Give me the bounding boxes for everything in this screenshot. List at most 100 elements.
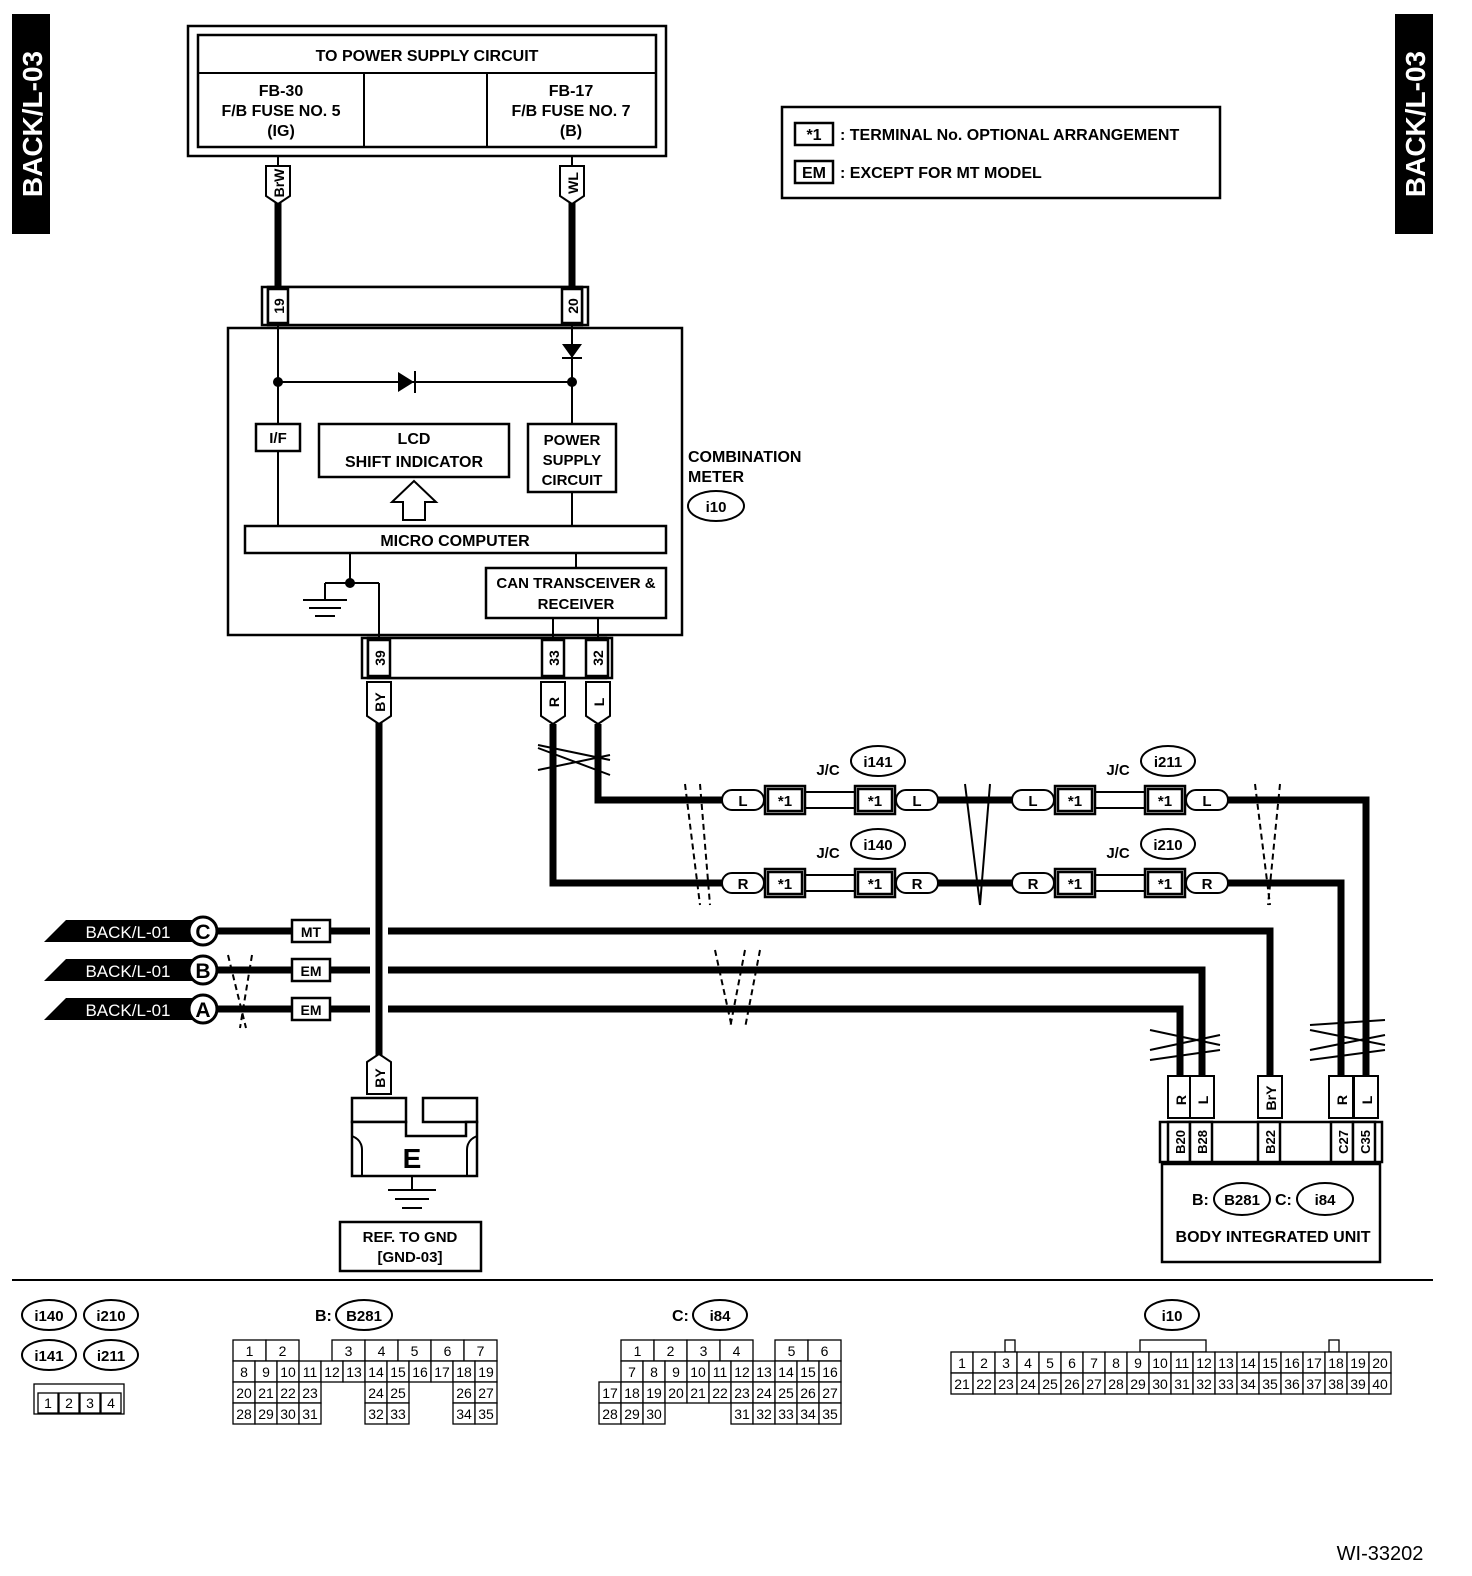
cv-i84-pin-27: 27 bbox=[822, 1385, 838, 1401]
cv-jc-id-4: i211 bbox=[97, 1348, 125, 1365]
psu-line1: POWER bbox=[544, 432, 601, 449]
jc-i210-wire-out: R bbox=[1202, 876, 1213, 893]
biu-wire-1: R bbox=[1173, 1095, 1189, 1105]
jc-i211-star-out: *1 bbox=[1158, 793, 1172, 810]
wire-ground: BY BY bbox=[366, 681, 392, 1095]
cv-b281-pin-12: 12 bbox=[324, 1364, 340, 1380]
cv-b281-pin-25: 25 bbox=[390, 1385, 406, 1401]
offpage-a-tag: EM bbox=[301, 1002, 322, 1018]
cv-i10-pin-23: 23 bbox=[998, 1376, 1014, 1392]
offpage-c-ref: C bbox=[195, 921, 210, 944]
can-wires: R L bbox=[537, 681, 1370, 1076]
fuse-left-line1: FB-30 bbox=[259, 83, 304, 100]
jc-i140-wire-out: R bbox=[912, 876, 923, 893]
jc-i211-wire-in: L bbox=[1028, 793, 1037, 810]
cv-b281-pin-35: 35 bbox=[478, 1406, 494, 1422]
cv-i10-pin-36: 36 bbox=[1284, 1376, 1300, 1392]
cv-i10-pin-33: 33 bbox=[1218, 1376, 1234, 1392]
offpage-b-label: BACK/L-01 bbox=[85, 962, 170, 981]
cv-i10-pin-30: 30 bbox=[1152, 1376, 1168, 1392]
offpage-a: BACK/L-01 A EM bbox=[44, 949, 1184, 1076]
offpage-b-tag: EM bbox=[301, 963, 322, 979]
biu-wire-5: L bbox=[1359, 1095, 1375, 1104]
cv-i10-pin-1: 1 bbox=[958, 1355, 966, 1371]
biu-b-conn: B281 bbox=[1224, 1192, 1260, 1209]
cv-jc-pin-3-cell bbox=[79, 1392, 101, 1414]
jc-i210-wire-in: R bbox=[1028, 876, 1039, 893]
if-label: I/F bbox=[269, 430, 287, 447]
cv-i84-pin-25: 25 bbox=[778, 1385, 794, 1401]
wire-color-can-l: L bbox=[591, 697, 607, 706]
cv-i10-pin-39: 39 bbox=[1350, 1376, 1366, 1392]
fuse-right-line3: (B) bbox=[560, 123, 582, 140]
cv-i10-pin-6: 6 bbox=[1068, 1355, 1076, 1371]
cv-i84-pin-35: 35 bbox=[822, 1406, 838, 1422]
cv-i84-pin-32: 32 bbox=[756, 1406, 772, 1422]
cv-jc-pin-2: 2 bbox=[65, 1395, 73, 1411]
cv-b281-pin-6: 6 bbox=[444, 1343, 452, 1359]
cv-i10-pin-22: 22 bbox=[976, 1376, 992, 1392]
jc-id-i211: i211 bbox=[1154, 754, 1182, 771]
pin-33: 33 bbox=[546, 650, 562, 666]
wire-color-gnd-bottom: BY bbox=[372, 1068, 388, 1088]
biu-name: BODY INTEGRATED UNIT bbox=[1176, 1229, 1371, 1246]
cv-b281-pin-5: 5 bbox=[411, 1343, 419, 1359]
cv-i84-pin-13: 13 bbox=[756, 1364, 772, 1380]
cv-i84-pin-18: 18 bbox=[624, 1385, 640, 1401]
cv-i10-pin-40-cell bbox=[1368, 1372, 1392, 1395]
cv-jc-pin-1: 1 bbox=[44, 1395, 52, 1411]
legend-text-1: : TERMINAL No. OPTIONAL ARRANGEMENT bbox=[840, 127, 1179, 144]
cv-b281-pin-31-cell bbox=[298, 1402, 322, 1425]
cv-jc-pin-3: 3 bbox=[86, 1395, 94, 1411]
cv-i10-pin-7: 7 bbox=[1090, 1355, 1098, 1371]
jc-i141-star-out: *1 bbox=[868, 793, 882, 810]
jc-i211-star-in: *1 bbox=[1068, 793, 1082, 810]
legend-text-2: : EXCEPT FOR MT MODEL bbox=[840, 165, 1042, 182]
cv-i84-pin-35-cell bbox=[818, 1402, 842, 1425]
biu-wire-4: R bbox=[1334, 1095, 1350, 1105]
cv-b281-pin-20: 20 bbox=[236, 1385, 252, 1401]
cv-b281-pin-2: 2 bbox=[279, 1343, 287, 1359]
wire-color-fb17: WL bbox=[565, 172, 581, 194]
cv-i10-pin-18: 18 bbox=[1328, 1355, 1344, 1371]
jc-id-i141: i141 bbox=[863, 754, 892, 771]
twist-marks-biu bbox=[1149, 1019, 1386, 1061]
cv-b281-pin-34: 34 bbox=[456, 1406, 472, 1422]
psu-line3: CIRCUIT bbox=[542, 472, 603, 489]
cv-jc-id-3: i141 bbox=[34, 1348, 63, 1365]
cv-i84-pin-28: 28 bbox=[602, 1406, 618, 1422]
jc-i141-wire-out: L bbox=[912, 793, 921, 810]
legend-box: *1 : TERMINAL No. OPTIONAL ARRANGEMENT E… bbox=[780, 105, 1222, 200]
cv-i10-pin-3: 3 bbox=[1002, 1355, 1010, 1371]
fuse-right-line1: FB-17 bbox=[549, 83, 594, 100]
meter-connector-bottom: 39 33 32 bbox=[360, 636, 614, 680]
cv-i10-pin-4: 4 bbox=[1024, 1355, 1032, 1371]
wire-color-fb30: BrW bbox=[271, 168, 287, 198]
cv-b281-pin-17: 17 bbox=[434, 1364, 450, 1380]
cv-i10-pin-31: 31 bbox=[1174, 1376, 1190, 1392]
cv-i84-pin-6: 6 bbox=[821, 1343, 829, 1359]
cv-i84-pin-19: 19 bbox=[646, 1385, 662, 1401]
jc-i210-star-out: *1 bbox=[1158, 876, 1172, 893]
cv-i84-pin-5: 5 bbox=[788, 1343, 796, 1359]
lcd-line1: LCD bbox=[398, 431, 431, 448]
pin-20: 20 bbox=[565, 298, 581, 314]
cv-i10-pin-38: 38 bbox=[1328, 1376, 1344, 1392]
can-line2: RECEIVER bbox=[538, 596, 615, 613]
pin-32: 32 bbox=[590, 650, 606, 666]
cv-i84-pin-22: 22 bbox=[712, 1385, 728, 1401]
cv-b281-prefix: B: bbox=[315, 1308, 332, 1325]
cv-b281-pin-10: 10 bbox=[280, 1364, 296, 1380]
psu-line2: SUPPLY bbox=[543, 452, 602, 469]
biu-pin-c35: C35 bbox=[1358, 1130, 1373, 1154]
meter-connector-top: 19 20 bbox=[260, 285, 590, 327]
cv-i84-pin-8: 8 bbox=[650, 1364, 658, 1380]
meter-name-line2: METER bbox=[688, 469, 744, 486]
cv-i84-pin-10: 10 bbox=[690, 1364, 706, 1380]
cv-i84-pin-14: 14 bbox=[778, 1364, 794, 1380]
junction-i141: J/C i141 L *1 *1 L bbox=[721, 745, 939, 816]
jc-label-1: J/C bbox=[816, 762, 840, 779]
